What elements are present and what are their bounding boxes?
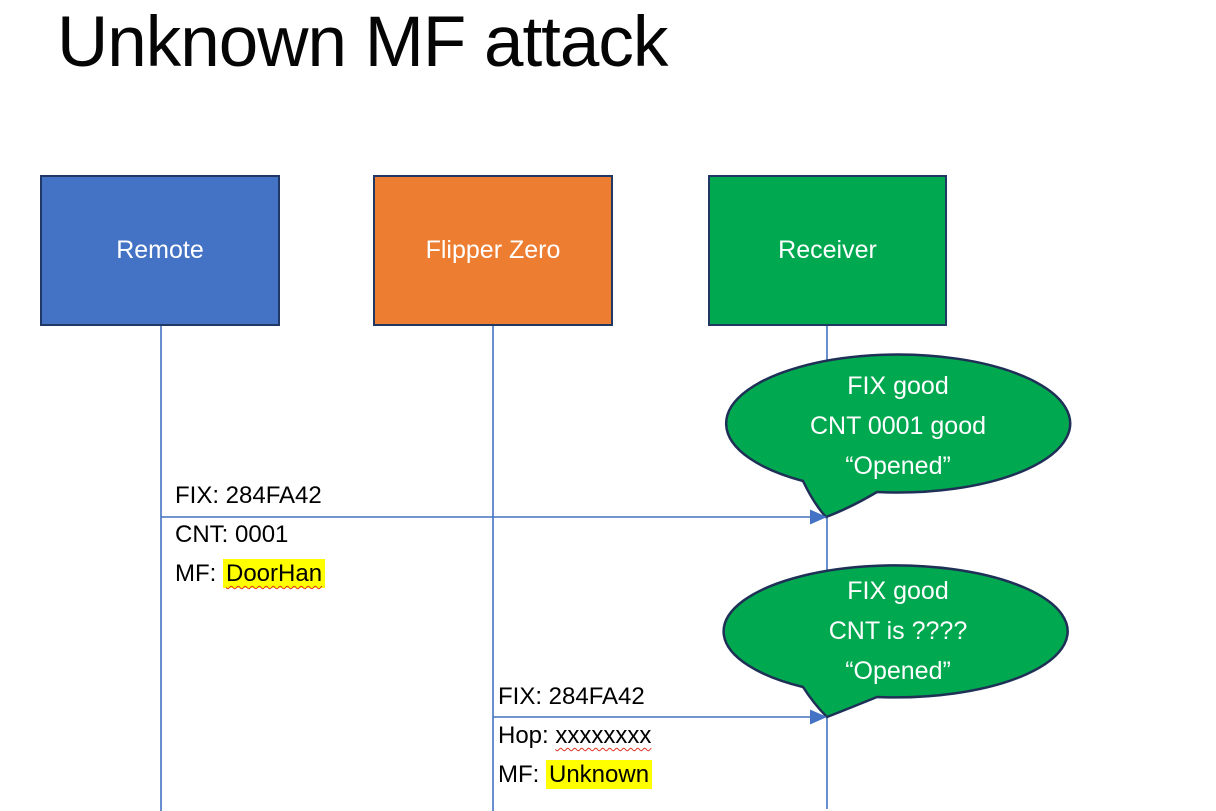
callout-bubble-2 bbox=[722, 564, 1069, 719]
actor-label-flipper-zero: Flipper Zero bbox=[425, 236, 561, 264]
slide-title: Unknown MF attack bbox=[57, 3, 668, 82]
callout1-line2: CNT 0001 good bbox=[809, 412, 987, 440]
actor-box-receiver: Receiver bbox=[708, 175, 947, 326]
callout2-line2: CNT is ???? bbox=[828, 617, 968, 645]
message1-fix: FIX: 284FA42 bbox=[175, 482, 322, 509]
actor-box-flipper-zero: Flipper Zero bbox=[373, 175, 613, 326]
actor-box-remote: Remote bbox=[40, 175, 280, 326]
message-label-flipper-to-receiver: FIX: 284FA42 Hop: xxxxxxxx MF: Unknown bbox=[498, 677, 653, 794]
callout1-line3: “Opened” bbox=[845, 452, 951, 480]
actor-label-receiver: Receiver bbox=[778, 236, 877, 264]
callout2-line3: “Opened” bbox=[845, 657, 951, 685]
callout2-text: FIX good CNT is ???? “Opened” bbox=[726, 571, 1070, 691]
callout2-line1: FIX good bbox=[847, 577, 949, 605]
arrowhead-flipper-to-receiver bbox=[810, 709, 827, 725]
arrowhead-remote-to-receiver bbox=[810, 509, 827, 525]
callout1-line1: FIX good bbox=[847, 372, 949, 400]
message2-mf: MF: Unknown bbox=[498, 755, 653, 794]
message2-hop: Hop: xxxxxxxx bbox=[498, 716, 652, 755]
message2-mf-value-highlighted: Unknown bbox=[546, 760, 653, 789]
message1-cnt: CNT: 0001 bbox=[175, 521, 289, 548]
message2-hop-prefix: Hop: bbox=[498, 722, 556, 749]
actor-label-remote: Remote bbox=[116, 236, 204, 264]
callout1-text: FIX good CNT 0001 good “Opened” bbox=[726, 366, 1070, 486]
message2-fix: FIX: 284FA42 bbox=[498, 683, 645, 710]
message2-mf-prefix: MF: bbox=[498, 761, 546, 788]
message1-mf: MF: DoorHan bbox=[175, 554, 326, 593]
message1-mf-prefix: MF: bbox=[175, 560, 223, 587]
message1-mf-value-highlighted: DoorHan bbox=[223, 559, 326, 588]
message2-hop-value: xxxxxxxx bbox=[555, 722, 652, 749]
message-label-remote-to-receiver: FIX: 284FA42 CNT: 0001 MF: DoorHan bbox=[175, 476, 326, 593]
callout-bubble-1 bbox=[724, 353, 1072, 519]
